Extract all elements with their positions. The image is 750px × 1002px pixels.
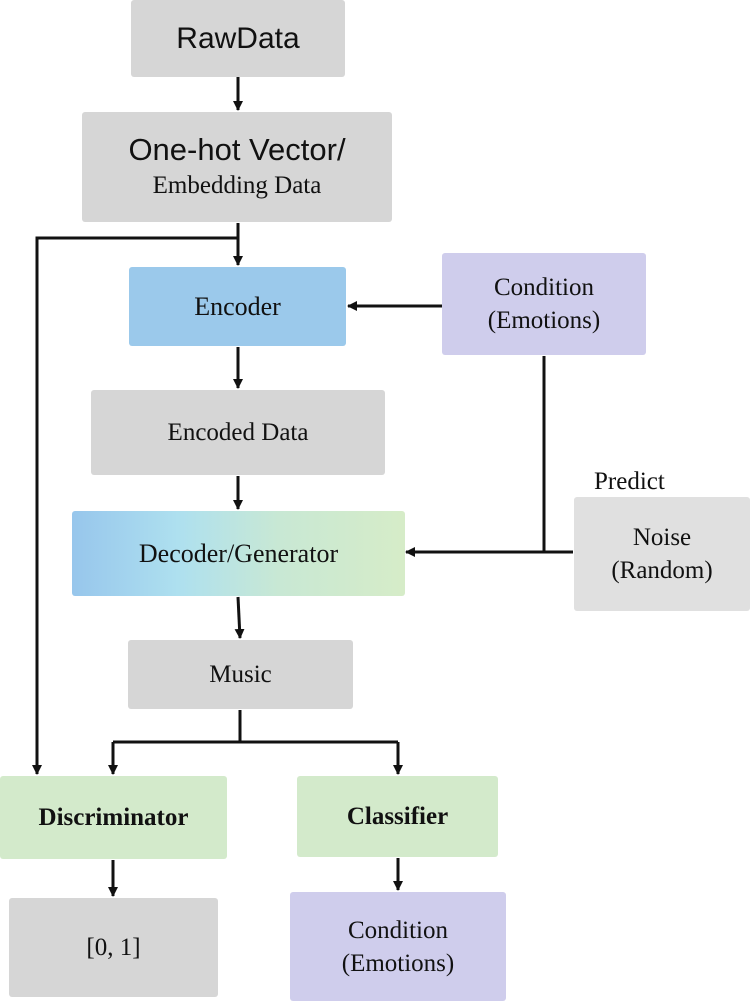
condition-output-sublabel: (Emotions) <box>341 949 455 977</box>
discriminator-label: Discriminator <box>38 803 189 831</box>
condition-input-label: Condition <box>493 274 594 301</box>
encoded-data-node: Encoded Data <box>91 390 385 475</box>
decoder-generator-node: Decoder/Generator <box>72 511 405 596</box>
decoder-generator-label: Decoder/Generator <box>138 538 339 568</box>
onehot-embedding-node: One-hot Vector/ Embedding Data <box>82 112 392 222</box>
encoder-label: Encoder <box>194 291 281 321</box>
output-range-label: [0, 1] <box>86 933 141 961</box>
music-label: Music <box>209 660 272 688</box>
encoded-data-label: Encoded Data <box>167 418 309 446</box>
onehot-label: One-hot Vector/ <box>128 132 346 167</box>
classifier-label: Classifier <box>346 802 449 830</box>
encoder-node: Encoder <box>129 267 346 346</box>
embedding-label: Embedding Data <box>152 172 322 199</box>
noise-node: Noise (Random) <box>574 497 750 611</box>
output-range-node: [0, 1] <box>9 898 218 997</box>
condition-input-node: Condition (Emotions) <box>442 253 646 355</box>
raw-data-label: RawData <box>176 21 300 55</box>
condition-output-label: Condition <box>347 916 448 944</box>
noise-label: Noise <box>632 524 692 551</box>
music-node: Music <box>128 640 353 709</box>
raw-data-node: RawData <box>131 0 345 77</box>
arrow-decoder-to-music <box>234 596 245 639</box>
arrow-onehot-to-discriminator <box>32 236 238 775</box>
condition-input-sublabel: (Emotions) <box>487 307 601 334</box>
classifier-node: Classifier <box>297 776 498 857</box>
noise-sublabel: (Random) <box>611 557 713 584</box>
predict-label: Predict <box>594 468 665 495</box>
discriminator-node: Discriminator <box>0 776 227 859</box>
condition-output-node: Condition (Emotions) <box>290 892 506 1001</box>
